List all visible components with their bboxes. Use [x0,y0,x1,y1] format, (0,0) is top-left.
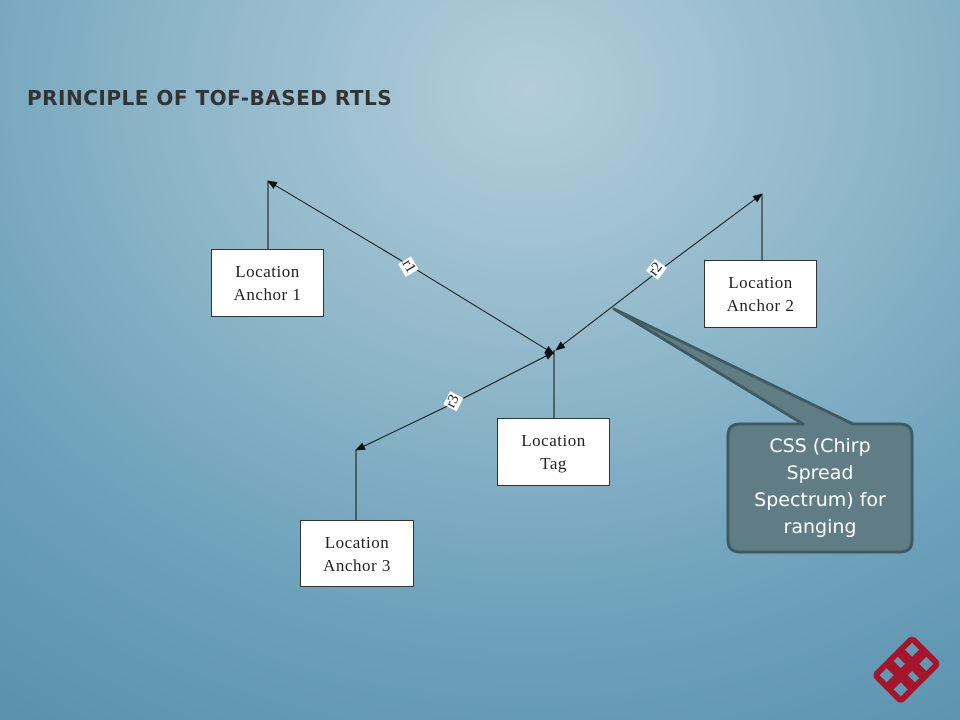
anchor-2-box: Location Anchor 2 [704,260,817,328]
university-logo-icon [873,636,940,703]
callout-line-2: Spread [786,462,854,484]
r1-arrow-to-anchor1 [267,180,413,268]
anchor-3-box: Location Anchor 3 [300,520,414,587]
callout-line-3: Spectrum) for [754,489,886,511]
r3-arrow-to-anchor3 [355,401,457,451]
callout-text: CSS (Chirp Spread Spectrum) for ranging [730,428,910,546]
r2-arrow-to-anchor2 [659,193,763,271]
slide-title: PRINCIPLE OF TOF-BASED RTLS [27,86,393,110]
anchor-2-label-line2: Anchor 2 [726,296,795,315]
r3-arrow-to-tag [455,351,555,403]
tag-label-line2: Tag [540,454,567,473]
r1-arrow-to-tag [411,266,555,355]
tag-label-line1: Location [521,431,586,450]
anchor-1-label-line2: Anchor 1 [233,285,302,304]
anchor-2-label-line1: Location [728,273,793,292]
anchor-3-label-line1: Location [324,532,390,552]
anchor-1-label-line1: Location [235,262,300,281]
anchor-1-box: Location Anchor 1 [211,249,324,317]
r2-arrow-to-tag [555,269,661,351]
location-tag-box: Location Tag [497,418,610,486]
callout-bubble [612,307,914,554]
callout-line-1: CSS (Chirp [769,435,871,457]
callout-line-4: ranging [783,516,857,538]
anchor-3-label-line2: Anchor 3 [323,555,391,575]
